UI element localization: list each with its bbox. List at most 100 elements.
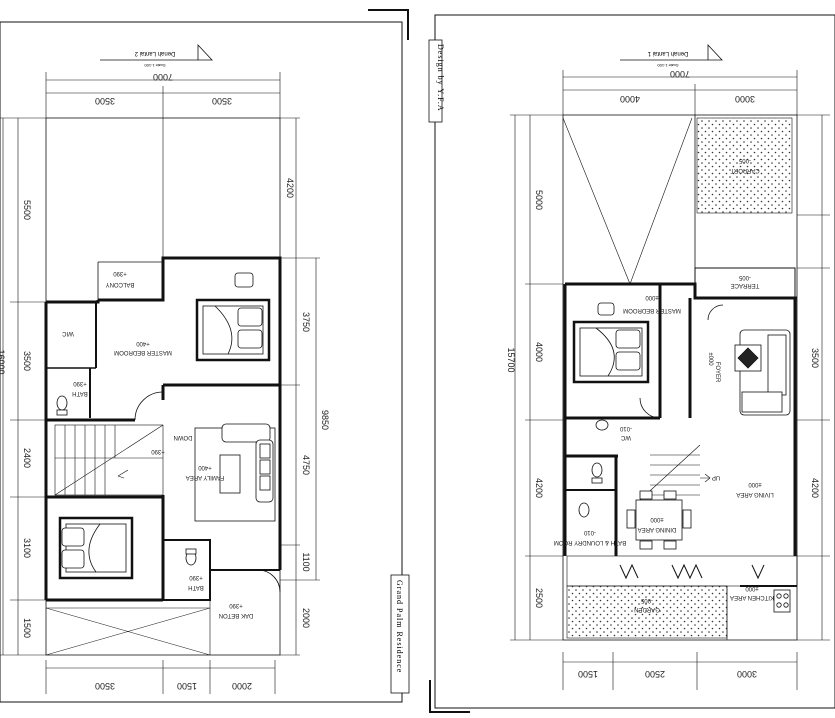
sheet-frame: [0, 9, 835, 713]
plan-2-dim-top-b: 3500: [212, 96, 232, 106]
plan-1-garden-elev: -005: [640, 597, 653, 603]
plan-2-dim-right-1: 4200: [285, 178, 295, 198]
plan-2-bath-label: BATH: [72, 390, 88, 396]
plan-1-title: Denah Lantai 1: [647, 50, 688, 56]
plan-2-family-area-elev: +400: [198, 464, 212, 470]
plan-1-living-area-elev: ±000: [748, 481, 762, 487]
plan-2-staircase: [54, 424, 164, 496]
plan-2-dim-left-2: 3500: [22, 351, 32, 371]
plan-1-master-bed: [572, 302, 650, 384]
plan-1-terrace-label: TERRACE: [731, 282, 760, 288]
plan-2-dim-top-a: 3500: [95, 96, 115, 106]
plan-1-master-bedroom-elev: ±000: [645, 294, 659, 300]
plan-1-dim-top-a: 4000: [620, 94, 640, 104]
plan-1-dining-area-label: DINING AREA: [638, 526, 677, 532]
plan-1-kitchen-label: KITCHEN AREA: [730, 594, 774, 600]
plan-2-dim-left-1: 5500: [22, 200, 32, 220]
plan-2-dim-bottom-c: 2000: [232, 681, 252, 691]
plan-1-dim-right-2: 4200: [810, 478, 820, 498]
plan-2-bath-elev: +390: [73, 380, 87, 386]
plan-1-garden-label: GARDEN: [634, 606, 660, 612]
plan-2-balcony-label: BALCONY: [106, 281, 135, 287]
plan-2-bottom-dimensions: [45, 660, 276, 694]
plan-2-dim-left-total: 16000: [0, 349, 6, 374]
plan-1-dim-left-4: 2500: [534, 588, 544, 608]
plan-1-carport-hatch: [696, 117, 793, 214]
plan-1-garden-hatch: [566, 585, 728, 639]
plan-1-bottom-dimensions: [562, 652, 798, 690]
plan-2-dim-left-5: 1500: [22, 618, 32, 638]
plan-2-dim-left-3: 2400: [22, 448, 32, 468]
svg-text:Design by Y.F.A: Design by Y.F.A: [436, 44, 445, 112]
plan-1-scale: Scale 1:100: [657, 63, 679, 68]
plan-1-foyer-label: FOYER: [714, 362, 720, 383]
plan-2-dim-right-4: 4750: [301, 455, 311, 475]
plan-1-walls: [562, 114, 798, 641]
plan-1-wc-label: WC: [620, 434, 631, 440]
plan-2-dim-right-2: 3750: [301, 312, 311, 332]
plan-1-dim-bottom-c: 3000: [737, 669, 757, 679]
plan-2-dim-bottom-b: 1500: [177, 681, 197, 691]
plan-1-title-arrow: Denah Lantai 1 Scale 1:100: [620, 43, 723, 68]
plan-2-stair-elev: +390: [151, 448, 165, 454]
plan-2-dim-right-5: 1100: [301, 552, 311, 571]
plan-1-up-label: UP: [712, 474, 720, 480]
plan-2-toilets: [56, 391, 281, 593]
plan-2-dim-right-3: 9850: [320, 410, 330, 430]
plan-2-down-label: DOWN: [174, 434, 193, 440]
plan-2-dak-beton-elev: +390: [229, 602, 243, 608]
plan-2-title-arrow: Denah Lantai 2 Scale 1:100: [100, 43, 213, 68]
plan-1-dim-left-total: 15700: [506, 347, 516, 372]
plan-1-dim-left-3: 4200: [534, 478, 544, 498]
plan-2-top-dimensions: [45, 72, 281, 118]
plan-1-living-sofa: [734, 329, 791, 416]
plan-2-right-dimensions: [280, 117, 320, 656]
plan-1-dining-area-elev: ±000: [650, 516, 664, 522]
plan-2-family-sofa: [194, 423, 276, 522]
plan-1-wc-elev: -010: [619, 425, 632, 431]
plan-1-top-dimensions: [562, 70, 798, 115]
plan-1-left-dimensions: [510, 114, 563, 641]
plan-1-carport-label: CARPORT: [730, 167, 760, 173]
plan-1-carport-elev: -005: [738, 157, 751, 163]
plan-2-master-bedroom-label: MASTER BEDROOM: [114, 349, 172, 355]
svg-text:Grand Palm Residence: Grand Palm Residence: [395, 580, 404, 673]
plan-1-foyer-elev: ±000: [707, 352, 713, 366]
plan-2-master-bedroom-elev: +400: [136, 340, 150, 346]
plan-2-balcony-elev: +390: [113, 270, 127, 276]
plan-1-bath-laundry-elev: -010: [583, 529, 596, 535]
plan-2-bath2-elev: +390: [189, 574, 203, 580]
plan-1-dim-right-1: 3500: [810, 348, 820, 368]
plan-2-dim-right-6: 2000: [301, 608, 311, 628]
plan-1-front-windows: [619, 563, 765, 580]
plan-1-sanitary: [578, 304, 791, 613]
plan-2-family-area-label: FAMILY AREA: [186, 474, 224, 480]
project-title: Grand Palm Residence: [390, 574, 410, 694]
plan-2-master-bed: [195, 272, 271, 362]
plan-lantai-2: Denah Lantai 2 Scale 1:100 7000 3500 350…: [0, 43, 330, 694]
designer-credit: Design by Y.F.A: [428, 39, 445, 123]
plan-1-living-area-label: LIVING AREA: [736, 491, 773, 497]
plan-2-bath2-label: BATH: [188, 584, 204, 590]
plan-1-dim-bottom-b: 2500: [645, 669, 665, 679]
plan-2-scale: Scale 1:100: [144, 63, 166, 68]
plan-1-master-bedroom-label: MASTER BEDROOM: [623, 307, 681, 313]
plan-2-dak-beton-label: DAK BETON: [219, 612, 254, 618]
plan-1-dim-left-2: 4000: [534, 342, 544, 362]
plan-2-title: Denah Lantai 2: [134, 50, 175, 56]
plan-1-dim-bottom-a: 1500: [578, 669, 598, 679]
plan-2-second-bed: [58, 516, 134, 580]
plan-2-left-dimensions: [0, 117, 46, 656]
plan-1-kitchen-elev: ±000: [745, 585, 759, 591]
plan-1-dim-total-top: 7000: [670, 69, 690, 79]
plan-lantai-1: Denah Lantai 1 Scale 1:100 7000 4000 300…: [506, 43, 830, 690]
plan-1-right-dimensions: [797, 114, 830, 641]
plan-1-dining-table: [626, 490, 692, 550]
plan-1-terrace-elev: -005: [738, 274, 751, 280]
plan-1-bath-laundry-label: BATH & LOUNDRY ROOM: [554, 539, 626, 545]
plan-1-dim-top-b: 3000: [735, 94, 755, 104]
plan-2-dim-total-top: 7000: [153, 72, 173, 82]
plan-2-dim-bottom-a: 3500: [95, 681, 115, 691]
plan-2-wic-label: WIC: [62, 330, 74, 336]
